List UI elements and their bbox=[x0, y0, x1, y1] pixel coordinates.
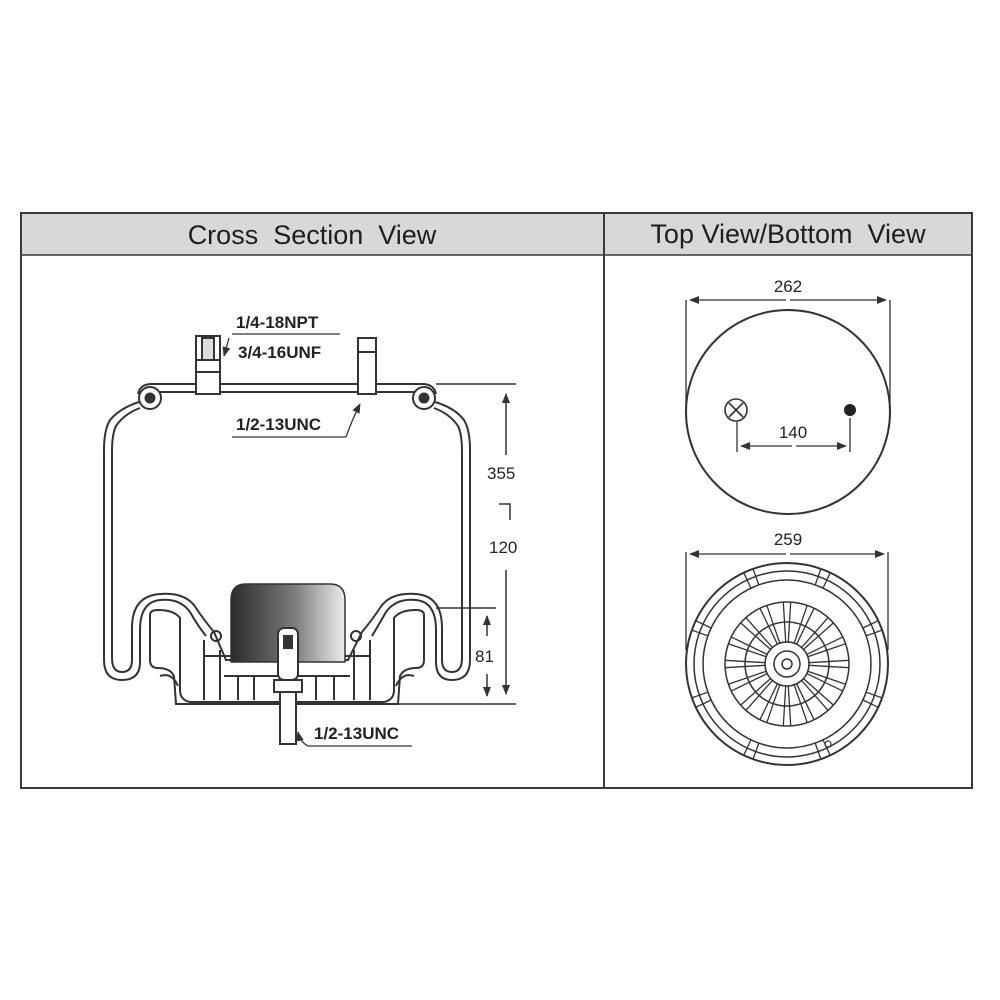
rib-line bbox=[801, 617, 829, 648]
rib-line bbox=[745, 680, 773, 711]
rib-line bbox=[766, 605, 781, 644]
right-bead-roll bbox=[412, 386, 436, 410]
rib-line bbox=[691, 691, 709, 699]
rib-line bbox=[862, 620, 879, 629]
rib-line bbox=[787, 602, 792, 643]
rib-line bbox=[730, 673, 768, 692]
rib-line bbox=[822, 739, 831, 756]
rib-line bbox=[730, 636, 768, 655]
rib-line bbox=[728, 670, 767, 685]
stud-hole-dot bbox=[844, 404, 856, 416]
bottom-stud bbox=[273, 627, 303, 745]
dim-height-max: 355 bbox=[487, 464, 515, 483]
right-panel-title: Top View/Bottom View bbox=[650, 219, 926, 249]
rib-line bbox=[793, 684, 808, 723]
top-thread-label-1: 1/4-18NPT bbox=[236, 313, 319, 332]
left-header-bg bbox=[22, 214, 603, 255]
piston-base-circle bbox=[685, 562, 889, 766]
dim-top-diameter: 262 bbox=[774, 277, 802, 296]
rib-line bbox=[745, 617, 773, 648]
rib-line bbox=[695, 699, 712, 708]
rib-line bbox=[691, 629, 709, 637]
dim-bottom-diameter: 259 bbox=[774, 530, 802, 549]
top-studs bbox=[195, 335, 377, 395]
rib-line bbox=[782, 685, 787, 726]
dim-hole-spacing: 140 bbox=[779, 423, 807, 442]
rib-line bbox=[807, 643, 846, 658]
stud-thread-label: 1/2-13UNC bbox=[236, 415, 321, 434]
rib-line bbox=[796, 607, 815, 645]
rib-line bbox=[865, 629, 883, 637]
rib-line bbox=[759, 607, 778, 645]
rib-line bbox=[728, 643, 767, 658]
rib-line bbox=[787, 685, 792, 726]
dim-height-min: 120 bbox=[489, 538, 517, 557]
rib-line bbox=[801, 680, 829, 711]
right-header-bg bbox=[605, 214, 971, 255]
bottom-thread-label: 1/2-13UNC bbox=[314, 724, 399, 743]
rib-line bbox=[695, 620, 712, 629]
top-view: 262 140 bbox=[685, 277, 891, 515]
rib-line bbox=[807, 670, 846, 685]
rib-line bbox=[782, 602, 787, 643]
rib-line bbox=[806, 636, 844, 655]
piston-body bbox=[149, 608, 425, 705]
rib-line bbox=[808, 659, 849, 664]
rib-line bbox=[759, 683, 778, 721]
rib-line bbox=[740, 622, 771, 650]
rib-line bbox=[725, 659, 766, 664]
rib-line bbox=[766, 684, 781, 723]
rib-line bbox=[865, 691, 883, 699]
rib-line bbox=[740, 678, 771, 706]
bottom-view: 259 bbox=[685, 530, 889, 766]
mounting-stud-top bbox=[357, 337, 377, 395]
rib-line bbox=[814, 568, 822, 586]
piston-base-ribs bbox=[691, 568, 883, 760]
dim-piston-height: 81 bbox=[475, 647, 494, 666]
rib-line bbox=[752, 568, 760, 586]
rib-line bbox=[752, 742, 760, 760]
rib-line bbox=[862, 699, 879, 708]
rib-line bbox=[803, 622, 834, 650]
bellows-inner bbox=[111, 407, 215, 674]
rib-line bbox=[725, 664, 766, 669]
rib-line bbox=[796, 683, 815, 721]
air-fitting-icon bbox=[724, 398, 748, 422]
top-plate-circle bbox=[685, 309, 891, 515]
rib-line bbox=[803, 678, 834, 706]
rib-line bbox=[743, 739, 752, 756]
left-panel-title: Cross Section View bbox=[188, 220, 437, 250]
rib-line bbox=[806, 673, 844, 692]
rib-line bbox=[814, 742, 822, 760]
top-thread-label-2: 3/4-16UNF bbox=[238, 343, 321, 362]
height-dimensions bbox=[398, 383, 516, 705]
rib-line bbox=[808, 664, 849, 669]
bottom-callout: 1/2-13UNC bbox=[295, 724, 412, 747]
top-callouts: 1/4-18NPT 3/4-16UNF 1/2-13UNC bbox=[222, 313, 361, 438]
bead-plate bbox=[137, 383, 437, 395]
rib-line bbox=[743, 572, 752, 589]
bellows-outer bbox=[103, 401, 207, 682]
piston-dome bbox=[230, 583, 346, 663]
rib-line bbox=[822, 572, 831, 589]
left-bead-roll bbox=[138, 386, 162, 410]
rib-line bbox=[793, 605, 808, 644]
